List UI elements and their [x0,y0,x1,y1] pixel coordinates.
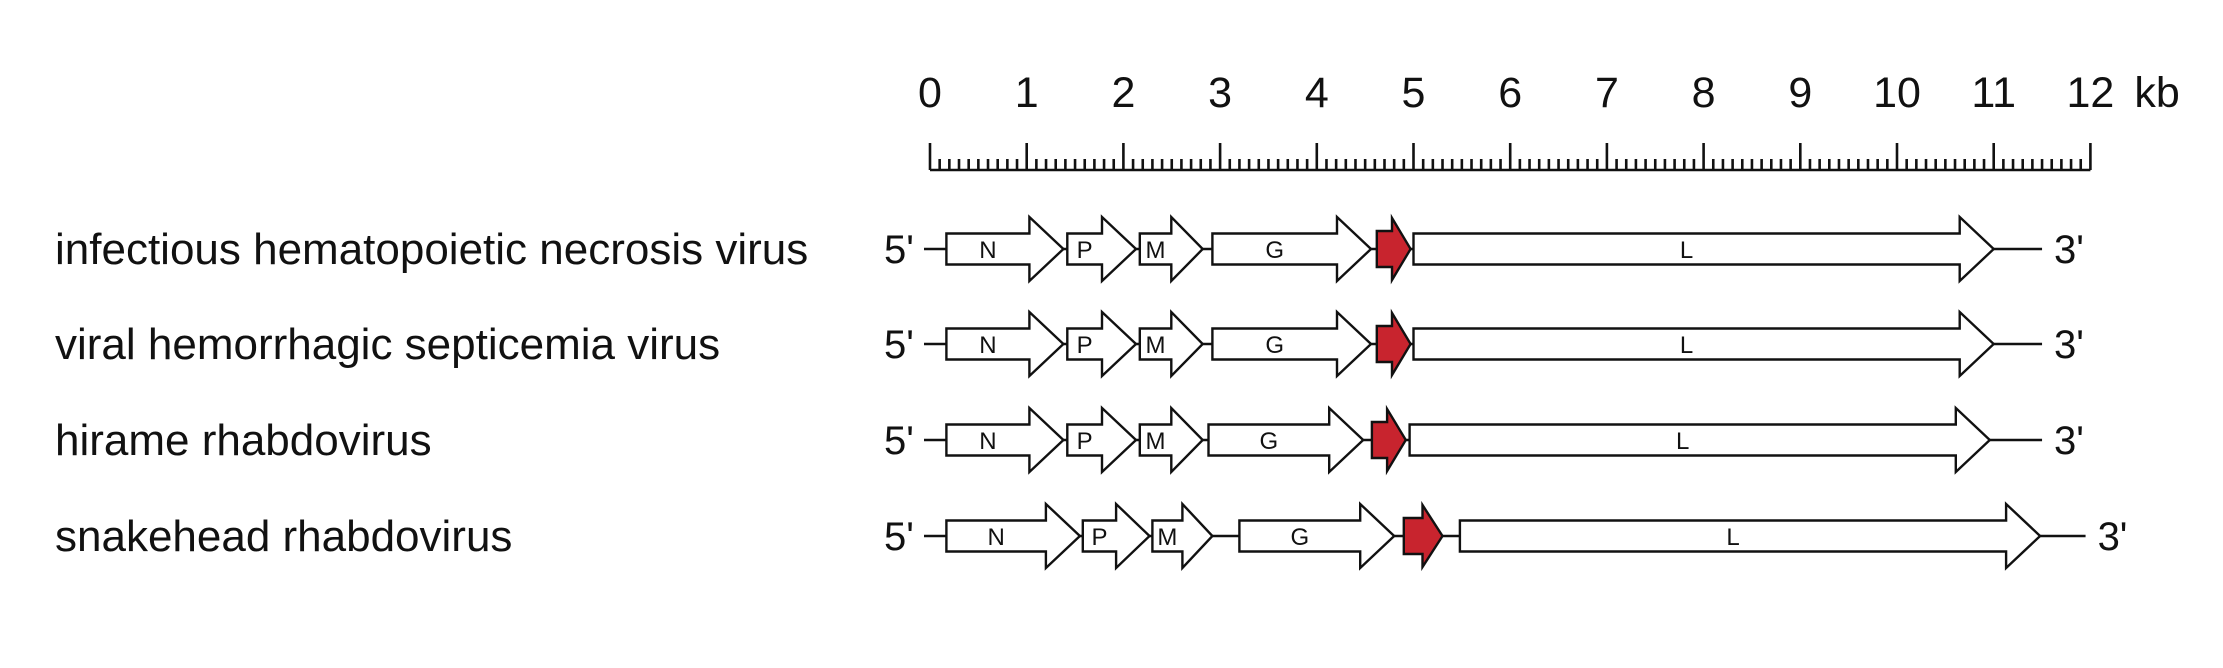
scale-tick-label: 4 [1305,69,1329,117]
gene-arrow-m [1138,214,1205,284]
gene-label: P [1077,332,1093,359]
virus-name-label: infectious hematopoietic necrosis virus [55,225,808,274]
genome-row: viral hemorrhagic septicemia virus 5' N P M G… [55,308,2084,380]
gene-label: P [1091,524,1107,551]
five-prime-end-label: 5' [884,515,914,559]
five-prime-end-label: 5' [884,323,914,367]
scale-tick-label: 2 [1111,69,1135,117]
gene-arrow-m [1151,500,1215,572]
gene-arrow-l [1412,309,1996,379]
gene-arrow-n [945,214,1066,284]
virus-name-label: viral hemorrhagic septicemia virus [55,320,720,369]
scale-tick-label: 1 [1015,69,1039,117]
scale-tick-label: 3 [1208,69,1232,117]
virus-name-label: snakehead rhabdovirus [55,512,512,561]
gene-arrow-n [945,501,1082,571]
three-prime-end-label: 3' [2054,228,2084,272]
gene-arrow-g [1207,405,1365,475]
three-prime-end-label: 3' [2098,515,2128,559]
gene-label: M [1146,332,1166,359]
gene-arrow-m [1138,405,1205,475]
three-prime-end-label: 3' [2054,323,2084,367]
gene-label: P [1077,237,1093,264]
scale-tick-label: 9 [1788,69,1812,117]
gene-label: N [979,332,996,359]
scale-tick-label: 6 [1498,69,1522,117]
gene-label: L [1680,332,1693,359]
genome-row: snakehead rhabdovirus 5' N P M G L 3' [55,500,2128,572]
scale-unit-label: kb [2134,69,2179,117]
highlighted-gene-arrow [1375,308,1412,380]
scale-tick-label: 12 [2066,69,2114,117]
gene-label: M [1157,524,1177,551]
three-prime-end-label: 3' [2054,419,2084,463]
gene-arrow-l [1412,214,1996,284]
scale-tick-label: 0 [918,69,942,117]
gene-arrow-n [945,405,1066,475]
scale-tick-label: 11 [1971,69,2016,117]
gene-arrow-p [1066,309,1138,379]
scale-tick-label: 8 [1692,69,1716,117]
gene-label: M [1146,237,1166,264]
virus-name-label: hirame rhabdovirus [55,416,432,465]
gene-arrow-l [1458,501,2042,571]
gene-label: N [979,237,996,264]
gene-arrow-m [1138,309,1205,379]
gene-arrow-g [1211,309,1373,379]
gene-label: G [1260,428,1279,455]
gene-label: L [1726,524,1739,551]
gene-label: G [1265,237,1284,264]
genome-row: hirame rhabdovirus 5' N P M G L 3' [55,404,2084,476]
gene-arrow-p [1066,405,1138,475]
gene-label: G [1290,524,1309,551]
scale-tick-label: 10 [1873,69,1921,117]
gene-label: G [1265,332,1284,359]
genome-rows: infectious hematopoietic necrosis virus 5… [55,213,2128,572]
gene-arrow-n [945,309,1066,379]
genome-row: infectious hematopoietic necrosis virus 5… [55,213,2084,285]
gene-label: L [1676,428,1689,455]
gene-label: P [1077,428,1093,455]
gene-arrow-p [1081,501,1152,571]
gene-label: L [1680,237,1693,264]
scale-tick-label: 7 [1595,69,1619,117]
highlighted-gene-arrow [1375,213,1412,285]
highlighted-gene-arrow [1370,404,1408,476]
five-prime-end-label: 5' [884,419,914,463]
gene-label: N [987,524,1004,551]
scale-tick-label: 5 [1402,69,1426,117]
gene-arrow-l [1408,405,1992,475]
gene-arrow-p [1066,214,1138,284]
five-prime-end-label: 5' [884,228,914,272]
gene-arrow-g [1238,501,1396,571]
gene-label: M [1146,428,1166,455]
gene-arrow-g [1211,214,1373,284]
gene-label: N [979,428,996,455]
highlighted-gene-arrow [1402,500,1444,572]
